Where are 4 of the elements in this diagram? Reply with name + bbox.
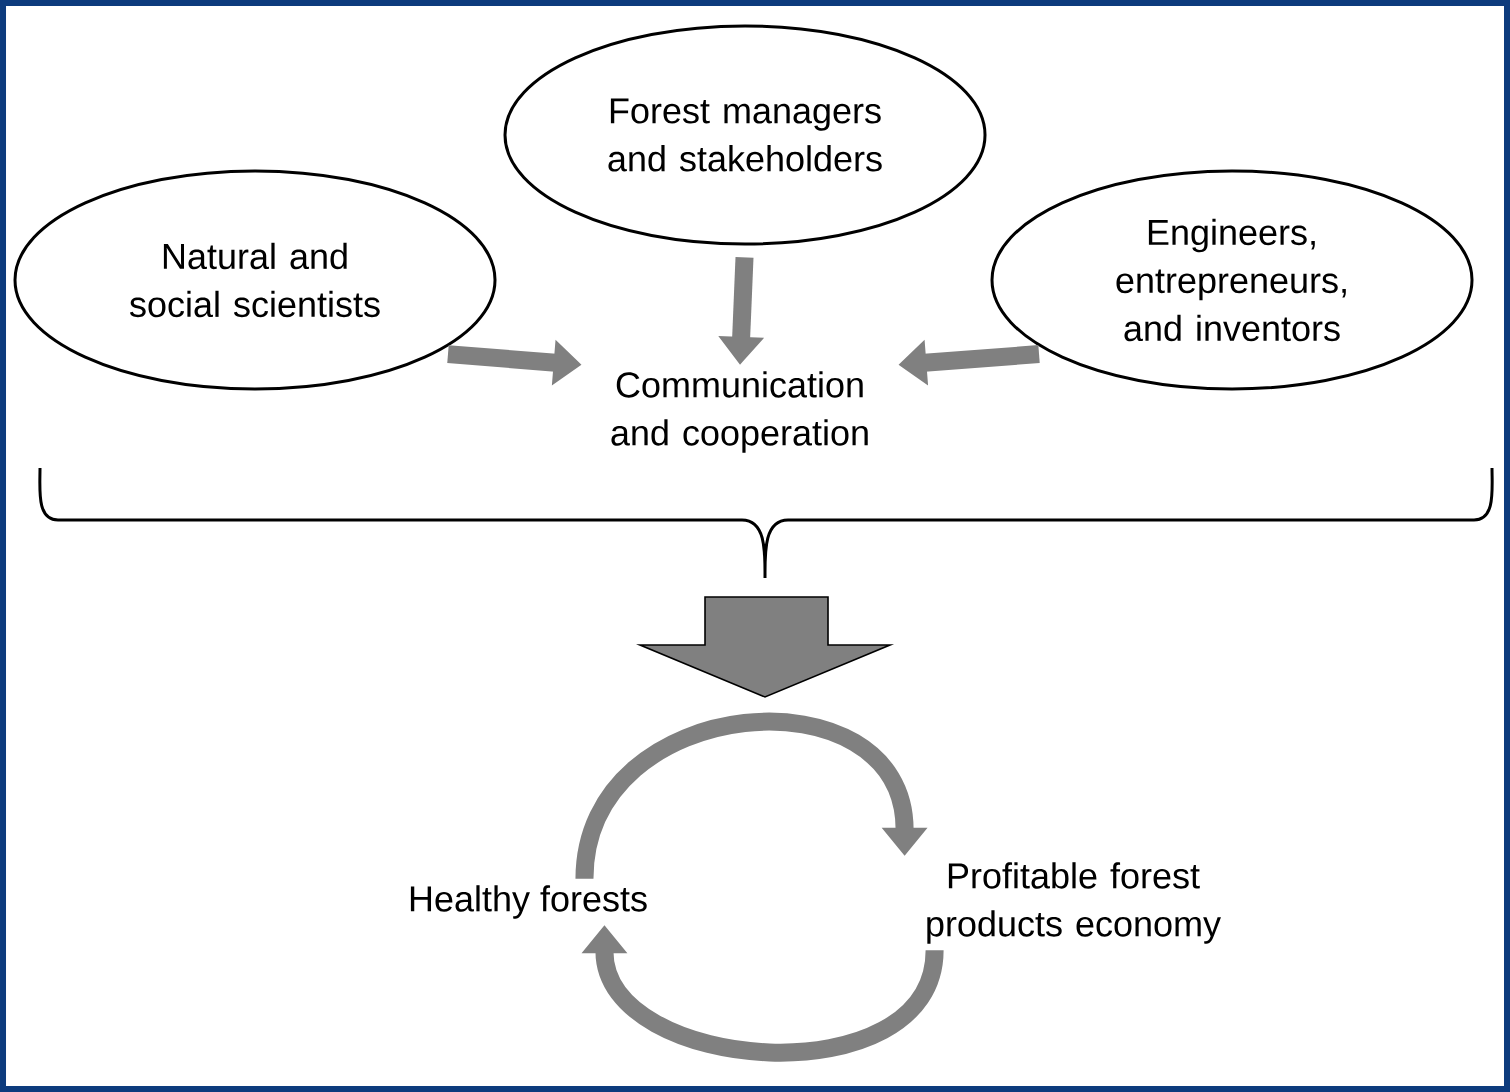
node-label: Healthy forests [410,885,647,919]
curved-arrow [575,713,928,881]
node-label: Communication and cooperation [611,371,868,453]
node-label: Profitable forest products economy [927,862,1221,944]
